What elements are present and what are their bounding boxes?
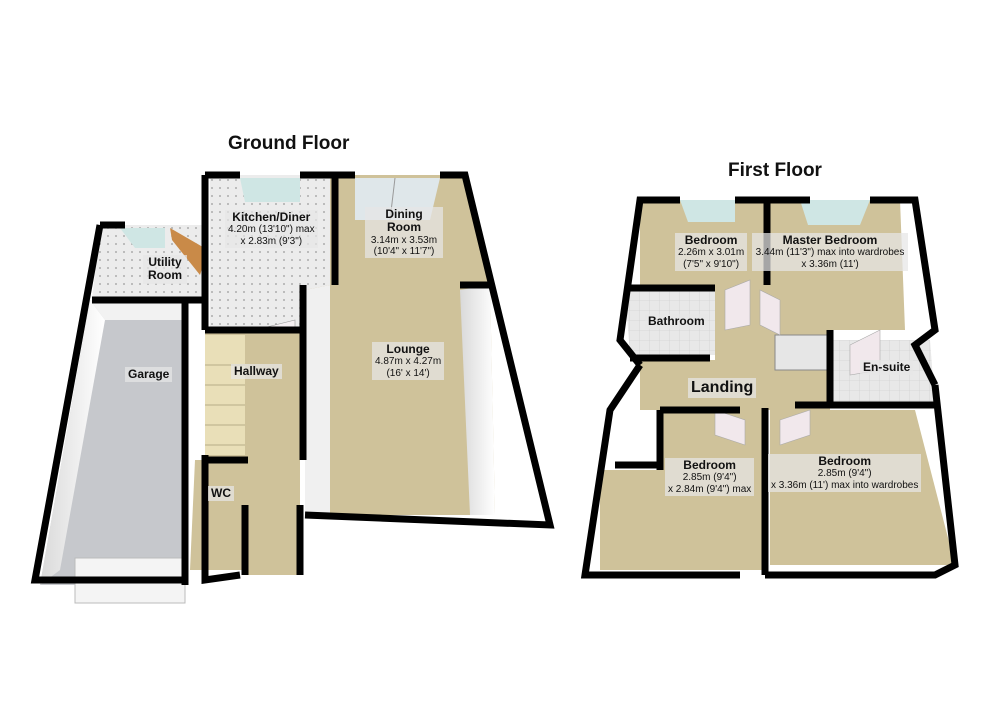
room-label-bedroom-3: Bedroom 2.85m (9'4") x 2.84m (9'4") max [665,458,755,496]
utility-door [170,228,208,275]
room-label-lounge: Lounge 4.87m x 4.27m (16' x 14') [372,342,445,380]
room-label-dining-room: Dining Room 3.14m x 3.53m (10'4" x 11'7"… [365,207,443,259]
ground-floor-title: Ground Floor [228,133,350,154]
room-label-master-bedroom: Master Bedroom 3.44m (11'3") max into wa… [752,233,908,271]
landing-floor [640,285,830,410]
room-label-wc: WC [208,486,234,502]
first-floor-plan [580,196,959,579]
ground-floor-plan [30,171,555,604]
room-label-bedroom-2: Bedroom 2.26m x 3.01m (7'5" x 9'10") [675,233,748,271]
room-label-hallway: Hallway [231,364,282,380]
utility-window [120,228,165,248]
room-label-en-suite: En-suite [860,360,914,376]
room-label-bedroom-4: Bedroom 2.85m (9'4") x 3.36m (11') max i… [768,454,922,492]
wc-floor [190,460,245,570]
room-label-kitchen-diner: Kitchen/Diner 4.20m (13'10") max x 2.83m… [225,210,318,248]
kitchen-window [240,178,300,202]
room-label-landing: Landing [688,378,757,398]
first-floor-title: First Floor [728,160,822,181]
staircase [205,335,245,455]
room-label-bathroom: Bathroom [645,314,708,330]
room-label-utility-room: Utility Room [143,255,187,284]
room-label-garage: Garage [125,367,173,383]
